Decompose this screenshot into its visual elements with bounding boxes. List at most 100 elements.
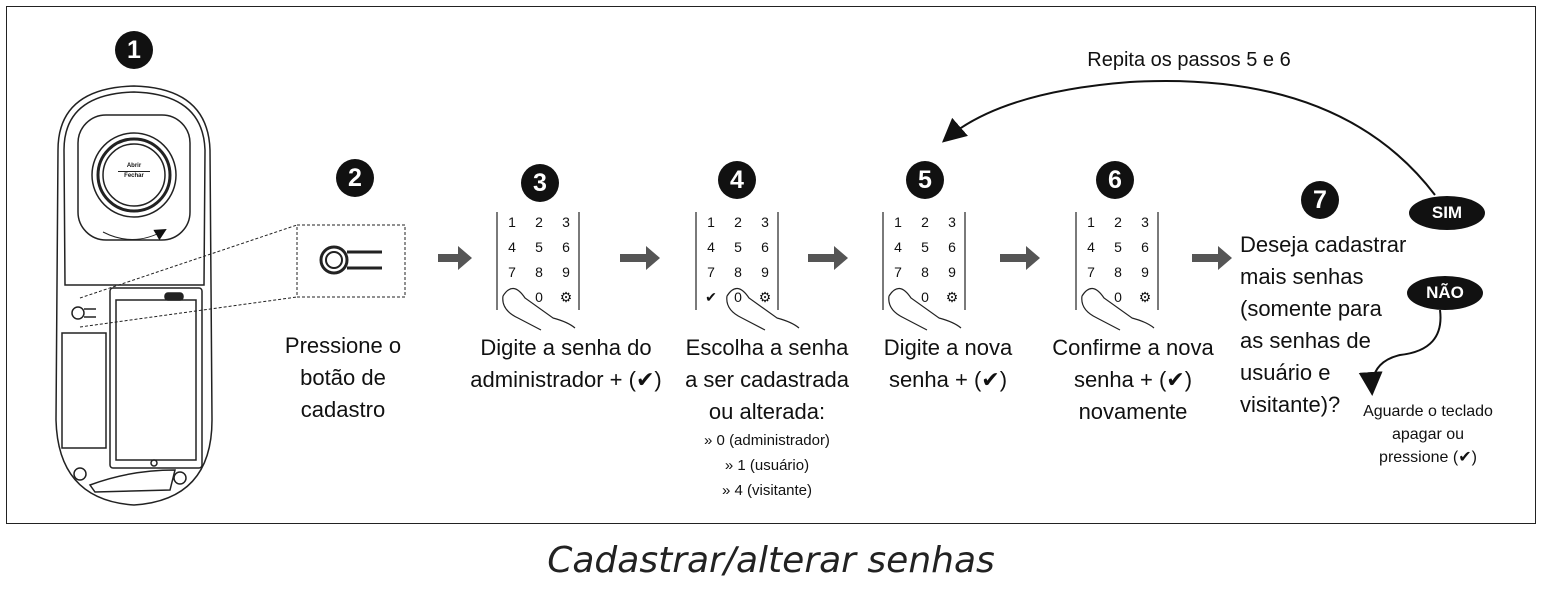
text-line: administrador + (✔) (470, 367, 662, 392)
text-line: senha + (✔) (888, 367, 1008, 392)
step-arrows (438, 246, 1232, 270)
keypad-key: 8 (921, 264, 929, 280)
keypad-key: 1 (508, 214, 516, 230)
text-line: Digite a senha do (480, 335, 652, 360)
keypad-key: 5 (921, 239, 929, 255)
keypad-key: 7 (894, 264, 902, 280)
keypad-key: 1 (1087, 214, 1095, 230)
no-pill: NÃO (1407, 276, 1483, 310)
text-line: Aguarde o teclado (1363, 403, 1493, 420)
keypad-key: 2 (734, 214, 742, 230)
keypad-key: 1 (707, 214, 715, 230)
knob-open-label: Abrir (118, 162, 150, 172)
diagram-caption: Cadastrar/alterar senhas (547, 540, 995, 581)
text-line: novamente (1078, 399, 1188, 424)
keypad-key: 7 (707, 264, 715, 280)
keypad-key: ⚙ (559, 289, 573, 305)
keypad-key: 8 (734, 264, 742, 280)
finger-icon (1081, 287, 1155, 331)
register-button-zoom (79, 224, 406, 328)
keypad-key: 0 (921, 289, 929, 305)
keypad-key: 4 (894, 239, 902, 255)
repeat-label: Repita os passos 5 e 6 (1087, 49, 1291, 71)
keypad-key: 2 (921, 214, 929, 230)
keypad-key: 4 (1087, 239, 1095, 255)
keypad-key: ⚙ (1138, 289, 1152, 305)
text-line: Confirme a nova (1052, 335, 1214, 360)
option-admin: » 0 (administrador) (704, 432, 830, 449)
yes-pill: SIM (1409, 196, 1485, 230)
keypad-key: 3 (761, 214, 769, 230)
text-line: apagar ou (1391, 426, 1465, 443)
keypad-key: 8 (1114, 264, 1122, 280)
step-7-badge: 7 (1301, 181, 1339, 219)
keypad-key: 7 (1087, 264, 1095, 280)
step-6-text: Confirme a nova senha + (✔) novamente (1052, 332, 1213, 428)
text-line: Pressione o (284, 333, 402, 358)
keypad-key: 5 (1114, 239, 1122, 255)
text-line: Digite a nova (883, 335, 1013, 360)
step-3-badge: 3 (521, 164, 559, 202)
step-7-text: Deseja cadastrar mais senhas (somente pa… (1240, 229, 1406, 421)
keypad-key: ⚙ (945, 289, 959, 305)
text-line: cadastro (300, 397, 386, 422)
step-6-badge: 6 (1096, 161, 1134, 199)
text-line: mais senhas (1240, 264, 1364, 289)
keypad-key: 6 (562, 239, 570, 255)
keypad-key: 5 (535, 239, 543, 255)
finger-icon (726, 287, 800, 331)
text-line: ou alterada: (708, 399, 826, 424)
keypad-key: 7 (508, 264, 516, 280)
text-line: (somente para (1240, 296, 1382, 321)
step-5-badge: 5 (906, 161, 944, 199)
text-line: pressione (✔) (1379, 449, 1477, 466)
keypad-key: 2 (535, 214, 543, 230)
keypad-key: 9 (948, 264, 956, 280)
finger-icon (888, 287, 962, 331)
keypad-key: 0 (535, 289, 543, 305)
keypad-key: 0 (1114, 289, 1122, 305)
keypad-key: 6 (948, 239, 956, 255)
step-2-text: Pressione o botão de cadastro (285, 330, 401, 426)
text-line: senha + (✔) (1073, 367, 1193, 392)
keypad-key: 6 (1141, 239, 1149, 255)
finger-icon (502, 287, 576, 331)
keypad-key: 1 (894, 214, 902, 230)
knob-close-label: Fechar (124, 173, 144, 179)
step-1-badge: 1 (115, 31, 153, 69)
step-3-text: Digite a senha do administrador + (✔) (470, 332, 661, 396)
keypad-key: 2 (1114, 214, 1122, 230)
keypad-key: 3 (562, 214, 570, 230)
keypad-key: 9 (562, 264, 570, 280)
keypad-key: 9 (1141, 264, 1149, 280)
lock-device-illustration (55, 85, 213, 506)
text-line: Deseja cadastrar (1240, 232, 1407, 257)
keypad-key: ⚙ (758, 289, 772, 305)
step-4-badge: 4 (718, 161, 756, 199)
keypad-key: ✔ (705, 289, 717, 305)
keypad-key: 8 (535, 264, 543, 280)
keypad-key: 4 (508, 239, 516, 255)
text-line: visitante)? (1240, 392, 1341, 417)
keypad-key: 4 (707, 239, 715, 255)
step-5-text: Digite a nova senha + (✔) (884, 332, 1012, 396)
step-4-text: Escolha a senha a ser cadastrada ou alte… (685, 332, 849, 503)
keypad-key: 5 (734, 239, 742, 255)
keypad-key: 0 (734, 289, 742, 305)
text-line: Escolha a senha (685, 335, 849, 360)
option-visitor: » 4 (visitante) (721, 482, 813, 499)
option-user: » 1 (usuário) (724, 457, 810, 474)
keypad-key: 3 (1141, 214, 1149, 230)
keypad-key: 9 (761, 264, 769, 280)
keypad-key: 3 (948, 214, 956, 230)
text-line: botão de (300, 365, 386, 390)
repeat-arrow (941, 79, 1436, 196)
no-text: Aguarde o teclado apagar ou pressione (✔… (1363, 400, 1493, 469)
text-line: as senhas de (1240, 328, 1371, 353)
keypad-key: 6 (761, 239, 769, 255)
diagram-frame (6, 6, 1536, 524)
step-2-badge: 2 (336, 159, 374, 197)
text-line: a ser cadastrada (685, 367, 849, 392)
